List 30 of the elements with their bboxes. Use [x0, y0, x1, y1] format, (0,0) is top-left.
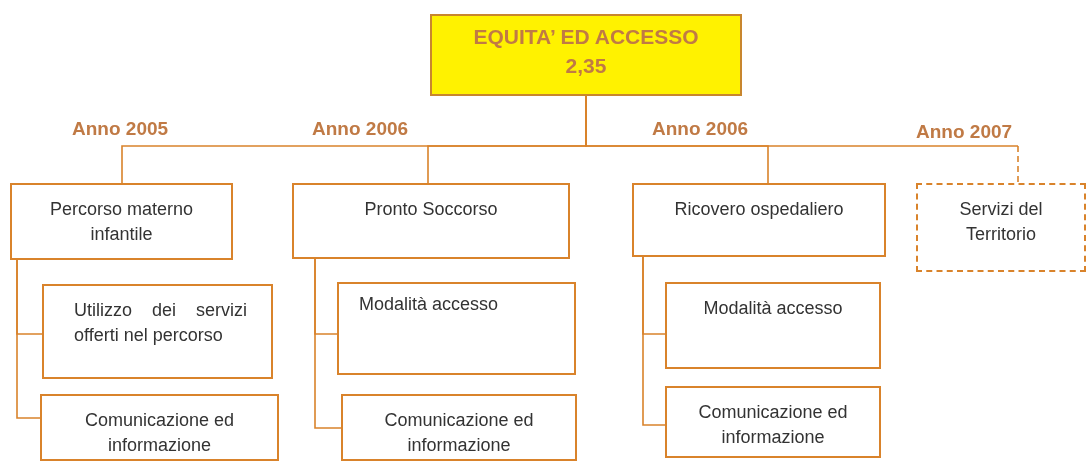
category-box — [10, 183, 233, 260]
category-box — [665, 386, 881, 458]
box-text: Comunicazione ed informazione — [83, 409, 236, 457]
category-box — [337, 282, 576, 375]
box-text: Modalità accesso — [359, 293, 500, 316]
box-text: Comunicazione ed informazione — [383, 409, 535, 457]
category-box — [632, 183, 886, 257]
box-text: Utilizzo dei servizi offerti nel percorso — [74, 299, 247, 347]
score-value: 2,35 — [564, 53, 608, 79]
category-box — [40, 394, 279, 461]
category-box — [341, 394, 577, 461]
box-text: Comunicazione ed informazione — [697, 401, 849, 449]
category-box — [42, 284, 273, 379]
category-box — [665, 282, 881, 369]
category-box — [916, 183, 1086, 272]
box-text: Ricovero ospedaliero — [673, 198, 845, 221]
connector-line — [314, 258, 342, 429]
box-text: Modalità accesso — [702, 297, 844, 320]
connector-line — [642, 256, 666, 426]
box-text: Percorso materno infantile — [48, 198, 195, 246]
root-box — [430, 14, 742, 96]
year-label: Anno 2006 — [312, 118, 409, 140]
category-box — [292, 183, 570, 259]
year-label: Anno 2007 — [916, 121, 1013, 143]
year-label: Anno 2006 — [652, 118, 749, 140]
connector-line — [16, 259, 41, 419]
title-text: EQUITA’ ED ACCESSO — [472, 24, 700, 50]
box-text: Pronto Soccorso — [363, 198, 499, 221]
box-text: Servizi del Territorio — [958, 198, 1044, 246]
year-label: Anno 2005 — [72, 118, 169, 140]
